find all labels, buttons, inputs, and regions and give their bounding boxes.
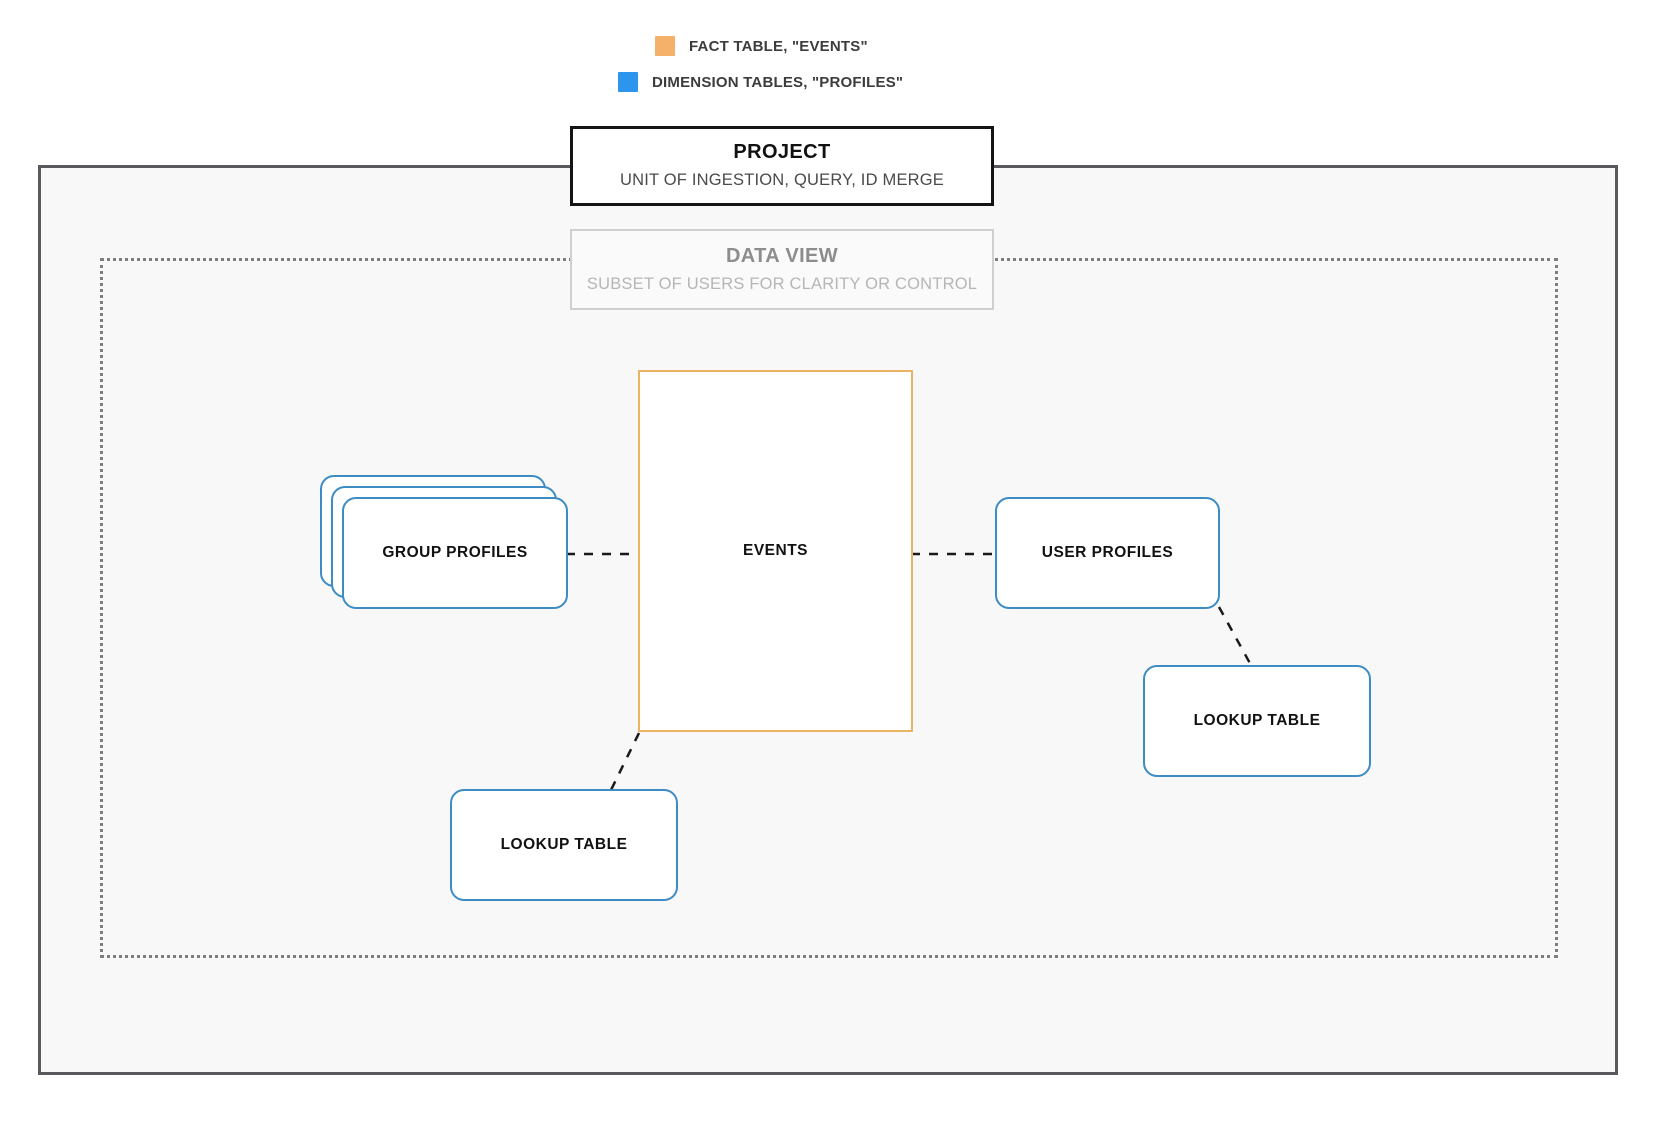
project-subtitle: UNIT OF INGESTION, QUERY, ID MERGE xyxy=(619,171,944,190)
legend-label-fact-table: FACT TABLE, "EVENTS" xyxy=(689,37,868,55)
legend-label-dimension-tables: DIMENSION TABLES, "PROFILES" xyxy=(652,73,904,91)
dimension-tables-swatch xyxy=(618,72,638,92)
group-profiles-node[interactable]: GROUP PROFILES xyxy=(320,475,568,609)
group-profiles-label: GROUP PROFILES xyxy=(382,544,528,561)
events-fact-table-node[interactable]: EVENTS xyxy=(638,370,913,732)
project-title: PROJECT xyxy=(733,141,831,164)
legend-item-fact-table: FACT TABLE, "EVENTS" xyxy=(655,36,868,56)
legend-item-dimension-tables: DIMENSION TABLES, "PROFILES" xyxy=(618,72,903,92)
lookup-table-left-node[interactable]: LOOKUP TABLE xyxy=(450,789,678,901)
fact-table-swatch xyxy=(655,36,675,56)
lookup-table-right-label: LOOKUP TABLE xyxy=(1193,712,1321,729)
data-view-title: DATA VIEW xyxy=(725,244,839,267)
user-profiles-node[interactable]: USER PROFILES xyxy=(995,497,1220,609)
lookup-table-right-node[interactable]: LOOKUP TABLE xyxy=(1143,665,1371,777)
project-box[interactable]: PROJECT UNIT OF INGESTION, QUERY, ID MER… xyxy=(570,126,994,206)
lookup-table-left-label: LOOKUP TABLE xyxy=(500,836,628,853)
events-label: EVENTS xyxy=(742,542,808,559)
user-profiles-label: USER PROFILES xyxy=(1041,544,1174,561)
group-profiles-card-front[interactable]: GROUP PROFILES xyxy=(342,497,568,609)
data-view-box[interactable]: DATA VIEW SUBSET OF USERS FOR CLARITY OR… xyxy=(570,229,994,310)
data-view-subtitle: SUBSET OF USERS FOR CLARITY OR CONTROL xyxy=(586,274,978,293)
